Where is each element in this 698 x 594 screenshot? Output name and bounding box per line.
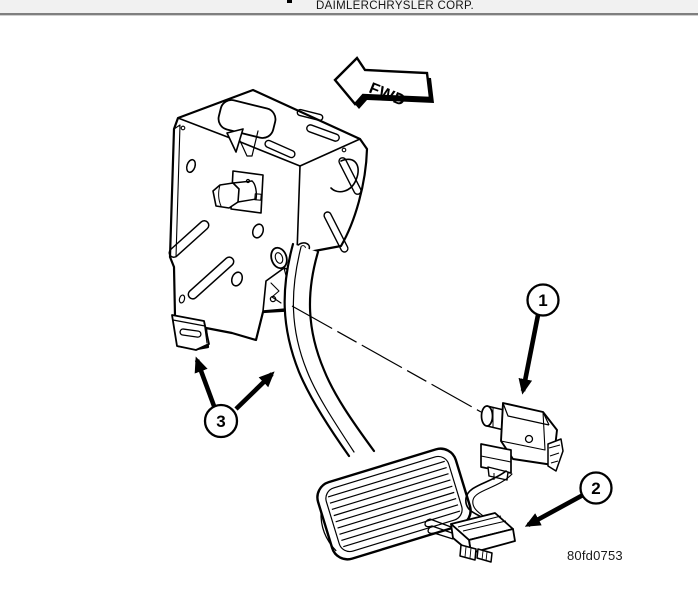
callout-2-label: 2 (591, 479, 600, 498)
pedal-bracket-drawing (168, 88, 369, 351)
callout-3-arrow-left (194, 356, 217, 407)
leader-dashed-line (291, 305, 482, 413)
fwd-arrow-body (333, 56, 432, 106)
callout-1-label: 1 (538, 291, 547, 310)
source-title: DAIMLERCHRYSLER CORP. (316, 0, 474, 12)
truncated-glyph (287, 0, 292, 3)
callout-2: 2 (524, 471, 613, 528)
callout-1: 1 (518, 283, 560, 395)
switch-plunger (480, 405, 494, 427)
titlebar-divider-light (0, 15, 698, 16)
callout-3-label: 3 (216, 412, 225, 431)
fwd-arrow: FWD (333, 56, 434, 110)
wiring-connector-drawing (424, 512, 516, 563)
callout-2-arrow (524, 492, 585, 528)
callout-3: 3 (194, 356, 275, 439)
titlebar (0, 0, 698, 13)
callout-3-circle (203, 403, 239, 439)
stoplamp-switch-drawing (480, 402, 564, 481)
bracket-tab (171, 314, 210, 351)
titlebar-divider-dark (0, 13, 698, 15)
callout-1-circle (526, 283, 560, 317)
pedal-pad-drawing (316, 447, 472, 561)
pedal-arm-drawing (283, 242, 376, 458)
callout-3-arrow-right (234, 371, 275, 411)
callout-1-arrow (518, 314, 541, 395)
callout-2-circle (579, 471, 613, 505)
figure-code: 80fd0753 (567, 548, 623, 563)
